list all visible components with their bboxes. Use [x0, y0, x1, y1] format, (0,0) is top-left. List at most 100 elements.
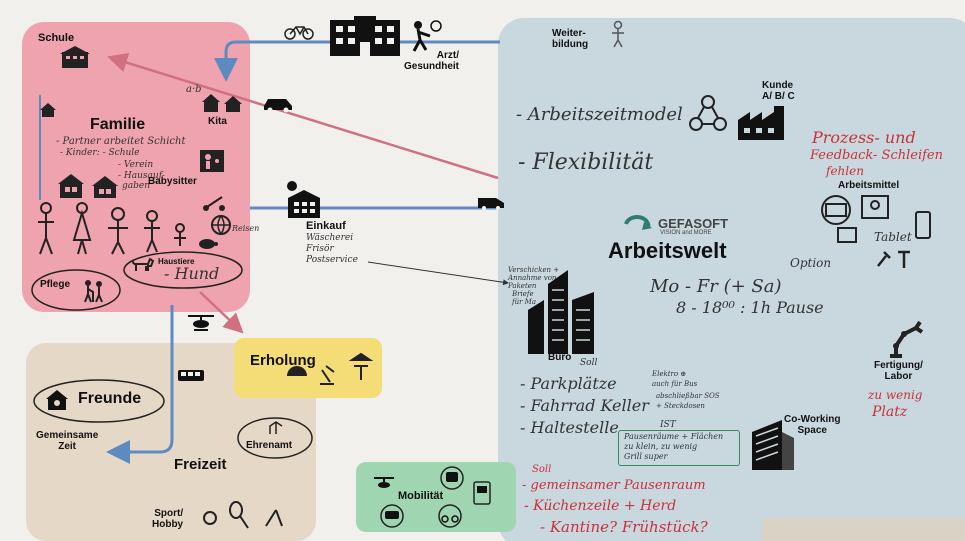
kita-label: Kita [208, 116, 227, 127]
haustiere-label: Haustiere [158, 257, 195, 266]
flexibilitaet-note: - Flexibilität [518, 150, 654, 175]
zu-wenig-note-1: zu wenig [868, 388, 923, 402]
familie-note-1: - Partner arbeitet Schicht [56, 136, 186, 147]
globe-icon [211, 215, 231, 236]
erholung-label: Erholung [250, 352, 316, 369]
family-people-icon [38, 202, 186, 255]
freunde-label: Freunde [78, 390, 142, 407]
arbeitszeitmodel-note: - Arbeitszeitmodel [516, 104, 683, 125]
coworking-label: Co-Working Space [784, 414, 841, 436]
buero-label: Büro [548, 352, 572, 363]
haustiere-ellipse [123, 251, 243, 289]
elderly-icon [84, 280, 103, 303]
einkauf-note-3: Postservice [306, 255, 358, 265]
pausen-box-line-2: zu klein, zu wenig [624, 442, 698, 451]
hund-note: - Hund [164, 264, 220, 283]
fahrrad-sub-1: abschließbar SOS [656, 392, 720, 400]
arrow-familie-freunde [106, 305, 174, 464]
gefasoft-logo-icon [624, 215, 652, 230]
arbeitswelt-title: Arbeitswelt [608, 238, 727, 263]
fahrrad-sub-2: + Steckdosen [656, 402, 705, 410]
gefasoft-logo-text: GEFASOFT [658, 216, 729, 231]
fertigung-label: Fertigung/ Labor [874, 360, 923, 382]
ist-note: IST [660, 420, 676, 430]
sport-icons [203, 501, 283, 529]
verschicken-note-2: Annahme von [508, 274, 557, 282]
dog-icon [131, 257, 155, 271]
pflege-label: Pflege [40, 279, 71, 290]
freunde-ellipse [33, 379, 165, 423]
pausen-box-line-1: Pausenräume + Flächen [624, 432, 724, 441]
doctor-icon [412, 20, 442, 52]
robot-arm-icon [890, 320, 924, 358]
schule-label: Schule [38, 32, 75, 44]
zu-wenig-note-2: Platz [872, 404, 908, 420]
kuechenzeile-note: - Küchenzeile + Herd [524, 498, 677, 514]
sport-label: Sport/ Hobby [152, 508, 184, 530]
car-icon [264, 99, 292, 113]
graduate-icon [612, 20, 624, 48]
erholung-icons [286, 352, 374, 385]
prozess-note-3: fehlen [826, 164, 864, 178]
pausen-box-line-3: Grill super [624, 452, 668, 461]
verschicken-note-3: Paketen [508, 282, 537, 290]
shopping-building-icon [287, 181, 320, 218]
arzt-label: Arzt/ Gesundheit [404, 50, 460, 72]
bicycle-icon [284, 26, 314, 40]
tablet-note: Tablet [874, 230, 912, 244]
bus-icon [178, 370, 204, 381]
weiterbildung-label: Weiter- bildung [552, 28, 589, 50]
office-towers-icon [528, 270, 594, 354]
babysitter-label: Babysitter [148, 176, 197, 187]
corner-object [762, 518, 965, 541]
familie-title: Familie [90, 116, 146, 133]
familie-note-3: - Verein [118, 160, 154, 170]
house-icon [40, 103, 56, 117]
ehrenamt-label: Ehrenamt [246, 440, 293, 451]
kunde-label: Kunde A/ B/ C [762, 80, 795, 102]
coworking-building-icon [752, 420, 794, 470]
parkplaetze-sub-2: auch für Bus [652, 380, 698, 388]
familie-note-5: gaben [122, 181, 151, 191]
parkplaetze-sub-1: Elektro ⊕ [652, 370, 687, 378]
scooter-icon [203, 196, 225, 211]
ehrenamt-ellipse [237, 417, 313, 459]
arbeitswelt-zone [498, 18, 965, 541]
pflege-ellipse [31, 269, 121, 311]
turtle-icon [199, 239, 218, 249]
network-icon [689, 95, 727, 131]
soll-note-2: Soll [532, 464, 552, 475]
mobility-icons [374, 466, 491, 528]
factory-icon [738, 106, 784, 140]
school-icon [60, 46, 90, 68]
hours-note-2: 8 - 18⁰⁰ : 1h Pause [676, 298, 824, 317]
family-houses-icon [58, 174, 118, 198]
freizeit-label: Freizeit [174, 456, 227, 473]
mobilitaet-label: Mobilität [398, 490, 444, 502]
gefasoft-logo-tagline: VISION and MORE [660, 230, 712, 236]
helicopter-icon [188, 315, 214, 331]
pausen-box [618, 430, 740, 466]
familie-note-4: - Hausauf- [118, 171, 165, 181]
einkauf-label: Einkauf [306, 220, 346, 232]
van-icon [478, 198, 504, 210]
parkplaetze-note: - Parkplätze [520, 374, 617, 393]
kita-letters: a·b [186, 84, 202, 95]
option-note: Option [790, 256, 832, 270]
volunteer-icon [269, 421, 283, 434]
arbeitsmittel-label: Arbeitsmittel [838, 180, 900, 191]
einkauf-note-1: Wäscherei [306, 233, 354, 243]
erholung-zone [234, 338, 382, 398]
gemeinsame-zeit-label: Gemeinsame Zeit [36, 430, 99, 452]
prozess-note-2: Feedback- Schleifen [810, 148, 943, 163]
kita-icon [202, 94, 242, 112]
hours-note-1: Mo - Fr (+ Sa) [650, 276, 782, 297]
arrow-arzt-familie [214, 40, 500, 82]
arrow-postservice [367, 261, 509, 286]
kantine-note: - Kantine? Frühstück? [540, 518, 708, 536]
familie-note-2: - Kinder: - Schule [60, 148, 140, 158]
hospital-building-icon [330, 16, 400, 56]
tools-icon [877, 250, 910, 268]
arrow-familie-erholung [199, 291, 244, 334]
